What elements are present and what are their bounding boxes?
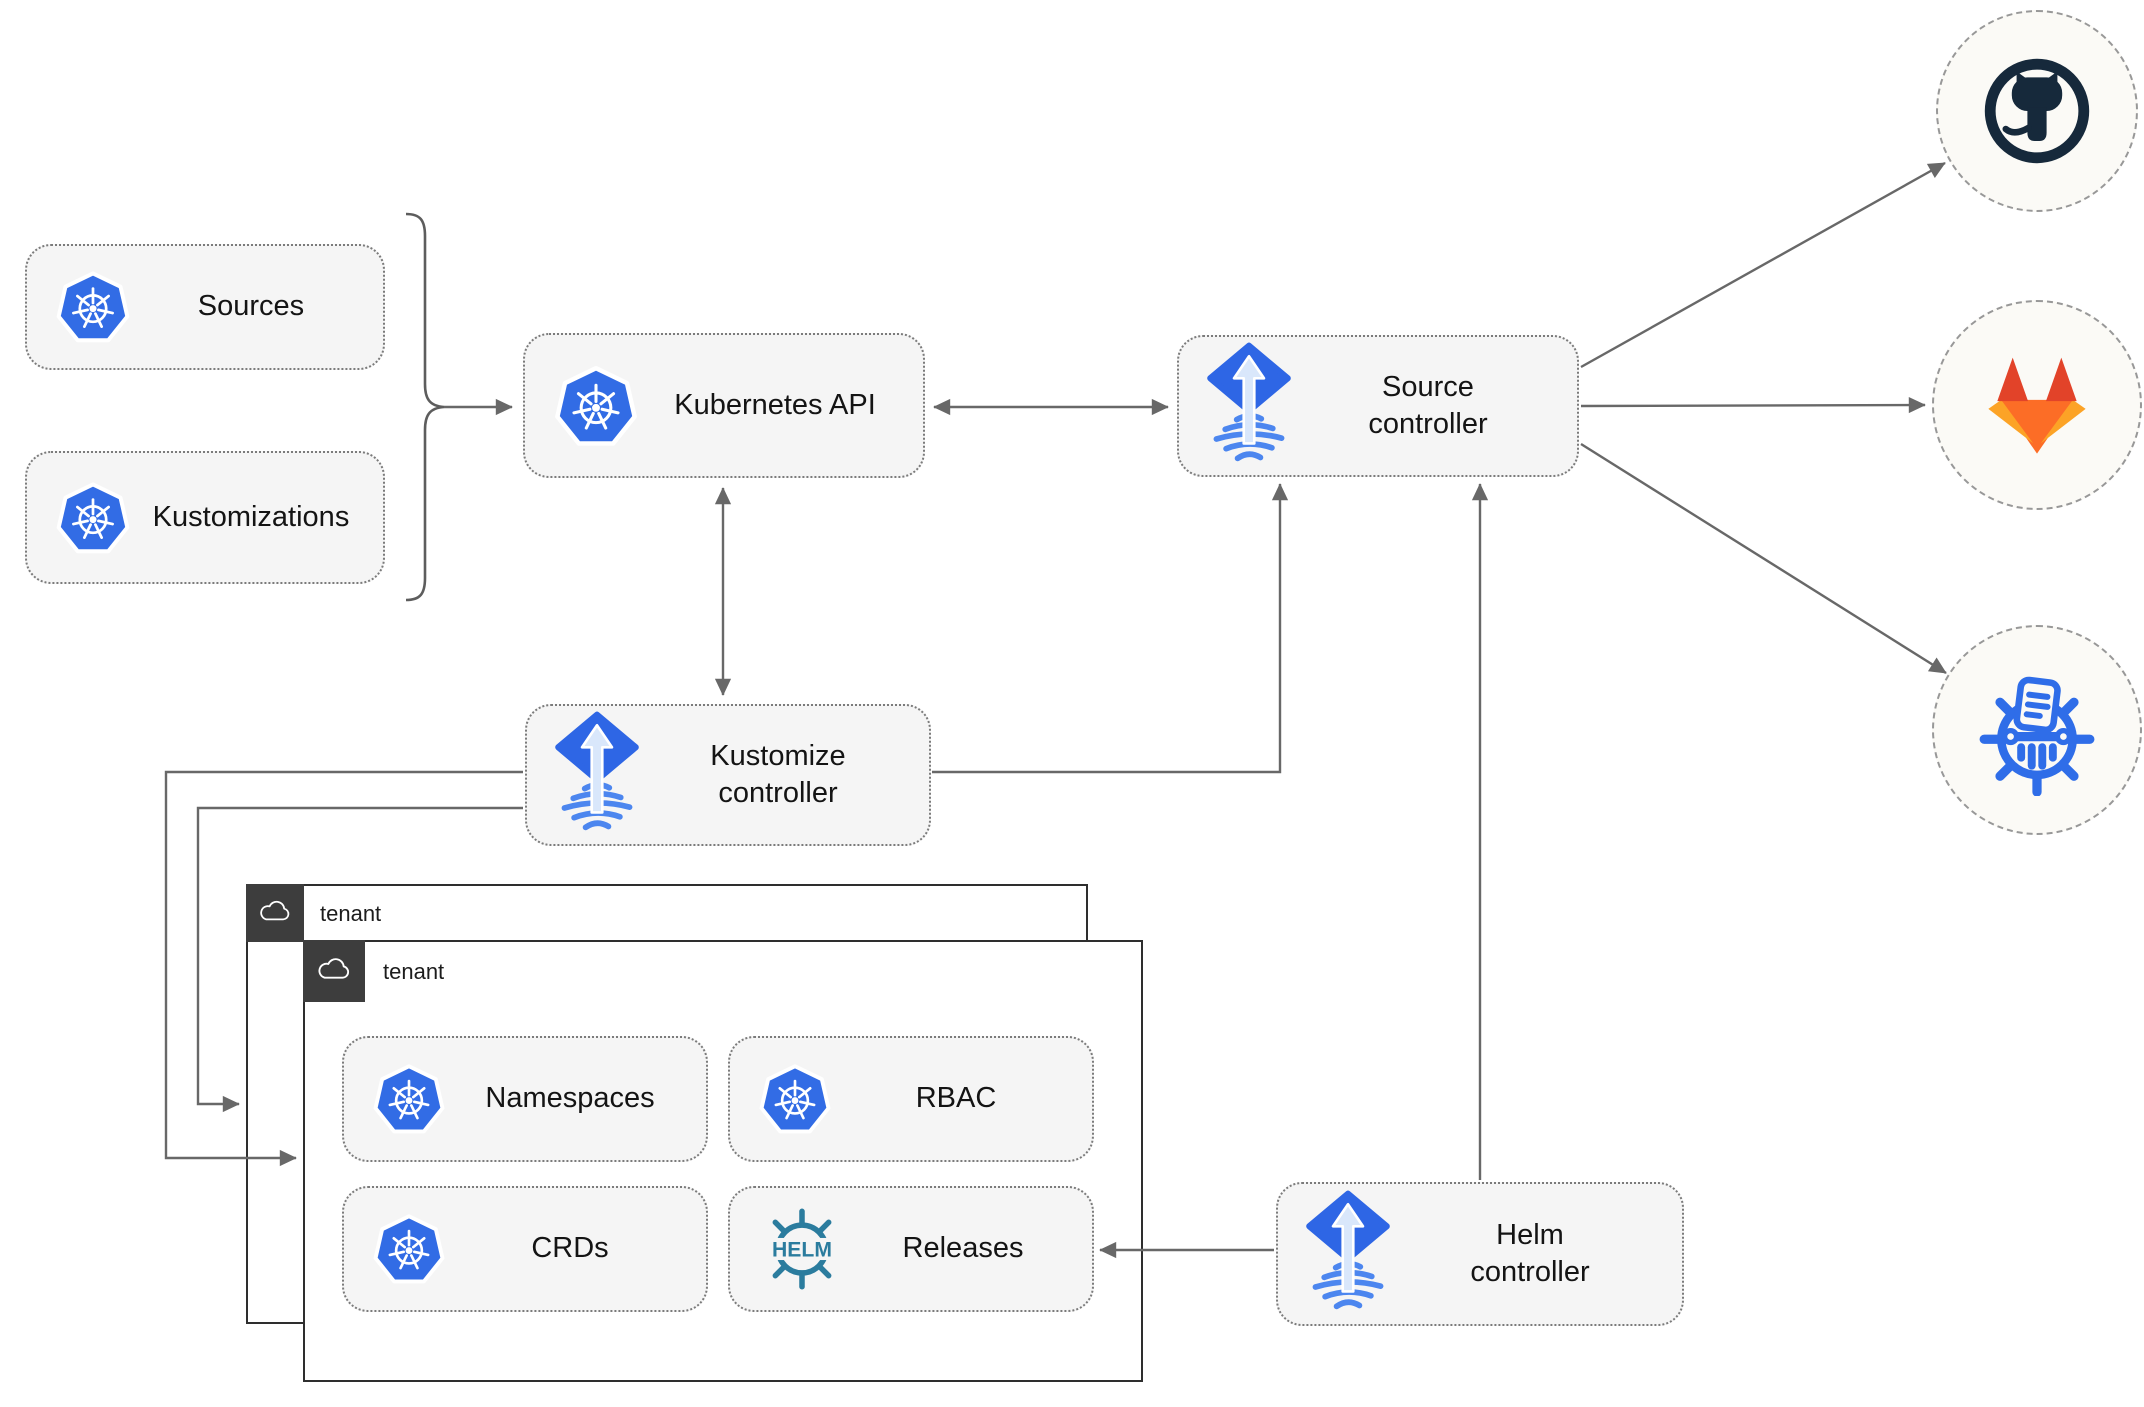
kubernetes-icon [53,267,133,347]
flux-icon [1205,342,1293,470]
tenant-label: tenant [320,901,382,926]
node-label: Kubernetes API [674,388,876,421]
kubernetes-icon [756,1060,834,1138]
kubernetes-icon [370,1210,448,1288]
node-label: Source controller [1368,370,1488,440]
chartmuseum-icon [1971,664,2103,796]
node-sources: Sources [25,244,385,370]
node-helm-controller: Helm controller [1276,1182,1684,1326]
brace-sources-group [405,212,445,602]
cloud-icon [314,956,354,986]
kubernetes-icon [551,361,641,451]
edge-source-to-github [1580,161,1946,369]
flux-icon [1304,1190,1392,1318]
helm-icon: HELM [756,1203,848,1295]
node-namespaces: Namespaces [342,1036,708,1162]
node-rbac: RBAC [728,1036,1094,1162]
edge-source-to-chartmuseum [1580,442,1947,675]
cloud-icon [256,899,294,927]
helm-logo-text: HELM [772,1238,832,1261]
gitlab-icon [1973,341,2101,469]
node-label: Sources [197,290,305,323]
node-crds: CRDs [342,1186,708,1312]
node-kubernetes-api: Kubernetes API [523,333,925,478]
tenant-corner-badge [245,883,304,942]
node-source-controller: Source controller [1177,335,1579,477]
endpoint-github [1936,10,2138,212]
github-icon [1977,51,2097,171]
kubernetes-icon [370,1060,448,1138]
node-label: Helm controller [1470,1218,1590,1288]
flux-icon [553,711,641,839]
node-label: CRDs [531,1232,609,1265]
node-label: Namespaces [485,1082,655,1115]
kubernetes-icon [53,478,133,558]
tenant-corner-badge [302,939,365,1002]
node-kustomize-controller: Kustomize controller [525,704,931,846]
edge-kustomize-to-source-controller [932,483,1289,774]
endpoint-gitlab [1932,300,2142,510]
tenant-group-front: tenant Namespaces RBAC CRDs HELM [302,939,1143,1382]
tenant-label: tenant [383,959,445,984]
node-label: Kustomizations [152,500,350,533]
node-label: Releases [902,1232,1024,1265]
endpoint-chartmuseum [1932,625,2142,835]
edge-source-to-gitlab [1580,396,1926,414]
node-label: RBAC [915,1082,997,1115]
node-kustomizations: Kustomizations [25,451,385,584]
node-releases: HELM Releases [728,1186,1094,1312]
node-label: Kustomize controller [710,739,846,809]
